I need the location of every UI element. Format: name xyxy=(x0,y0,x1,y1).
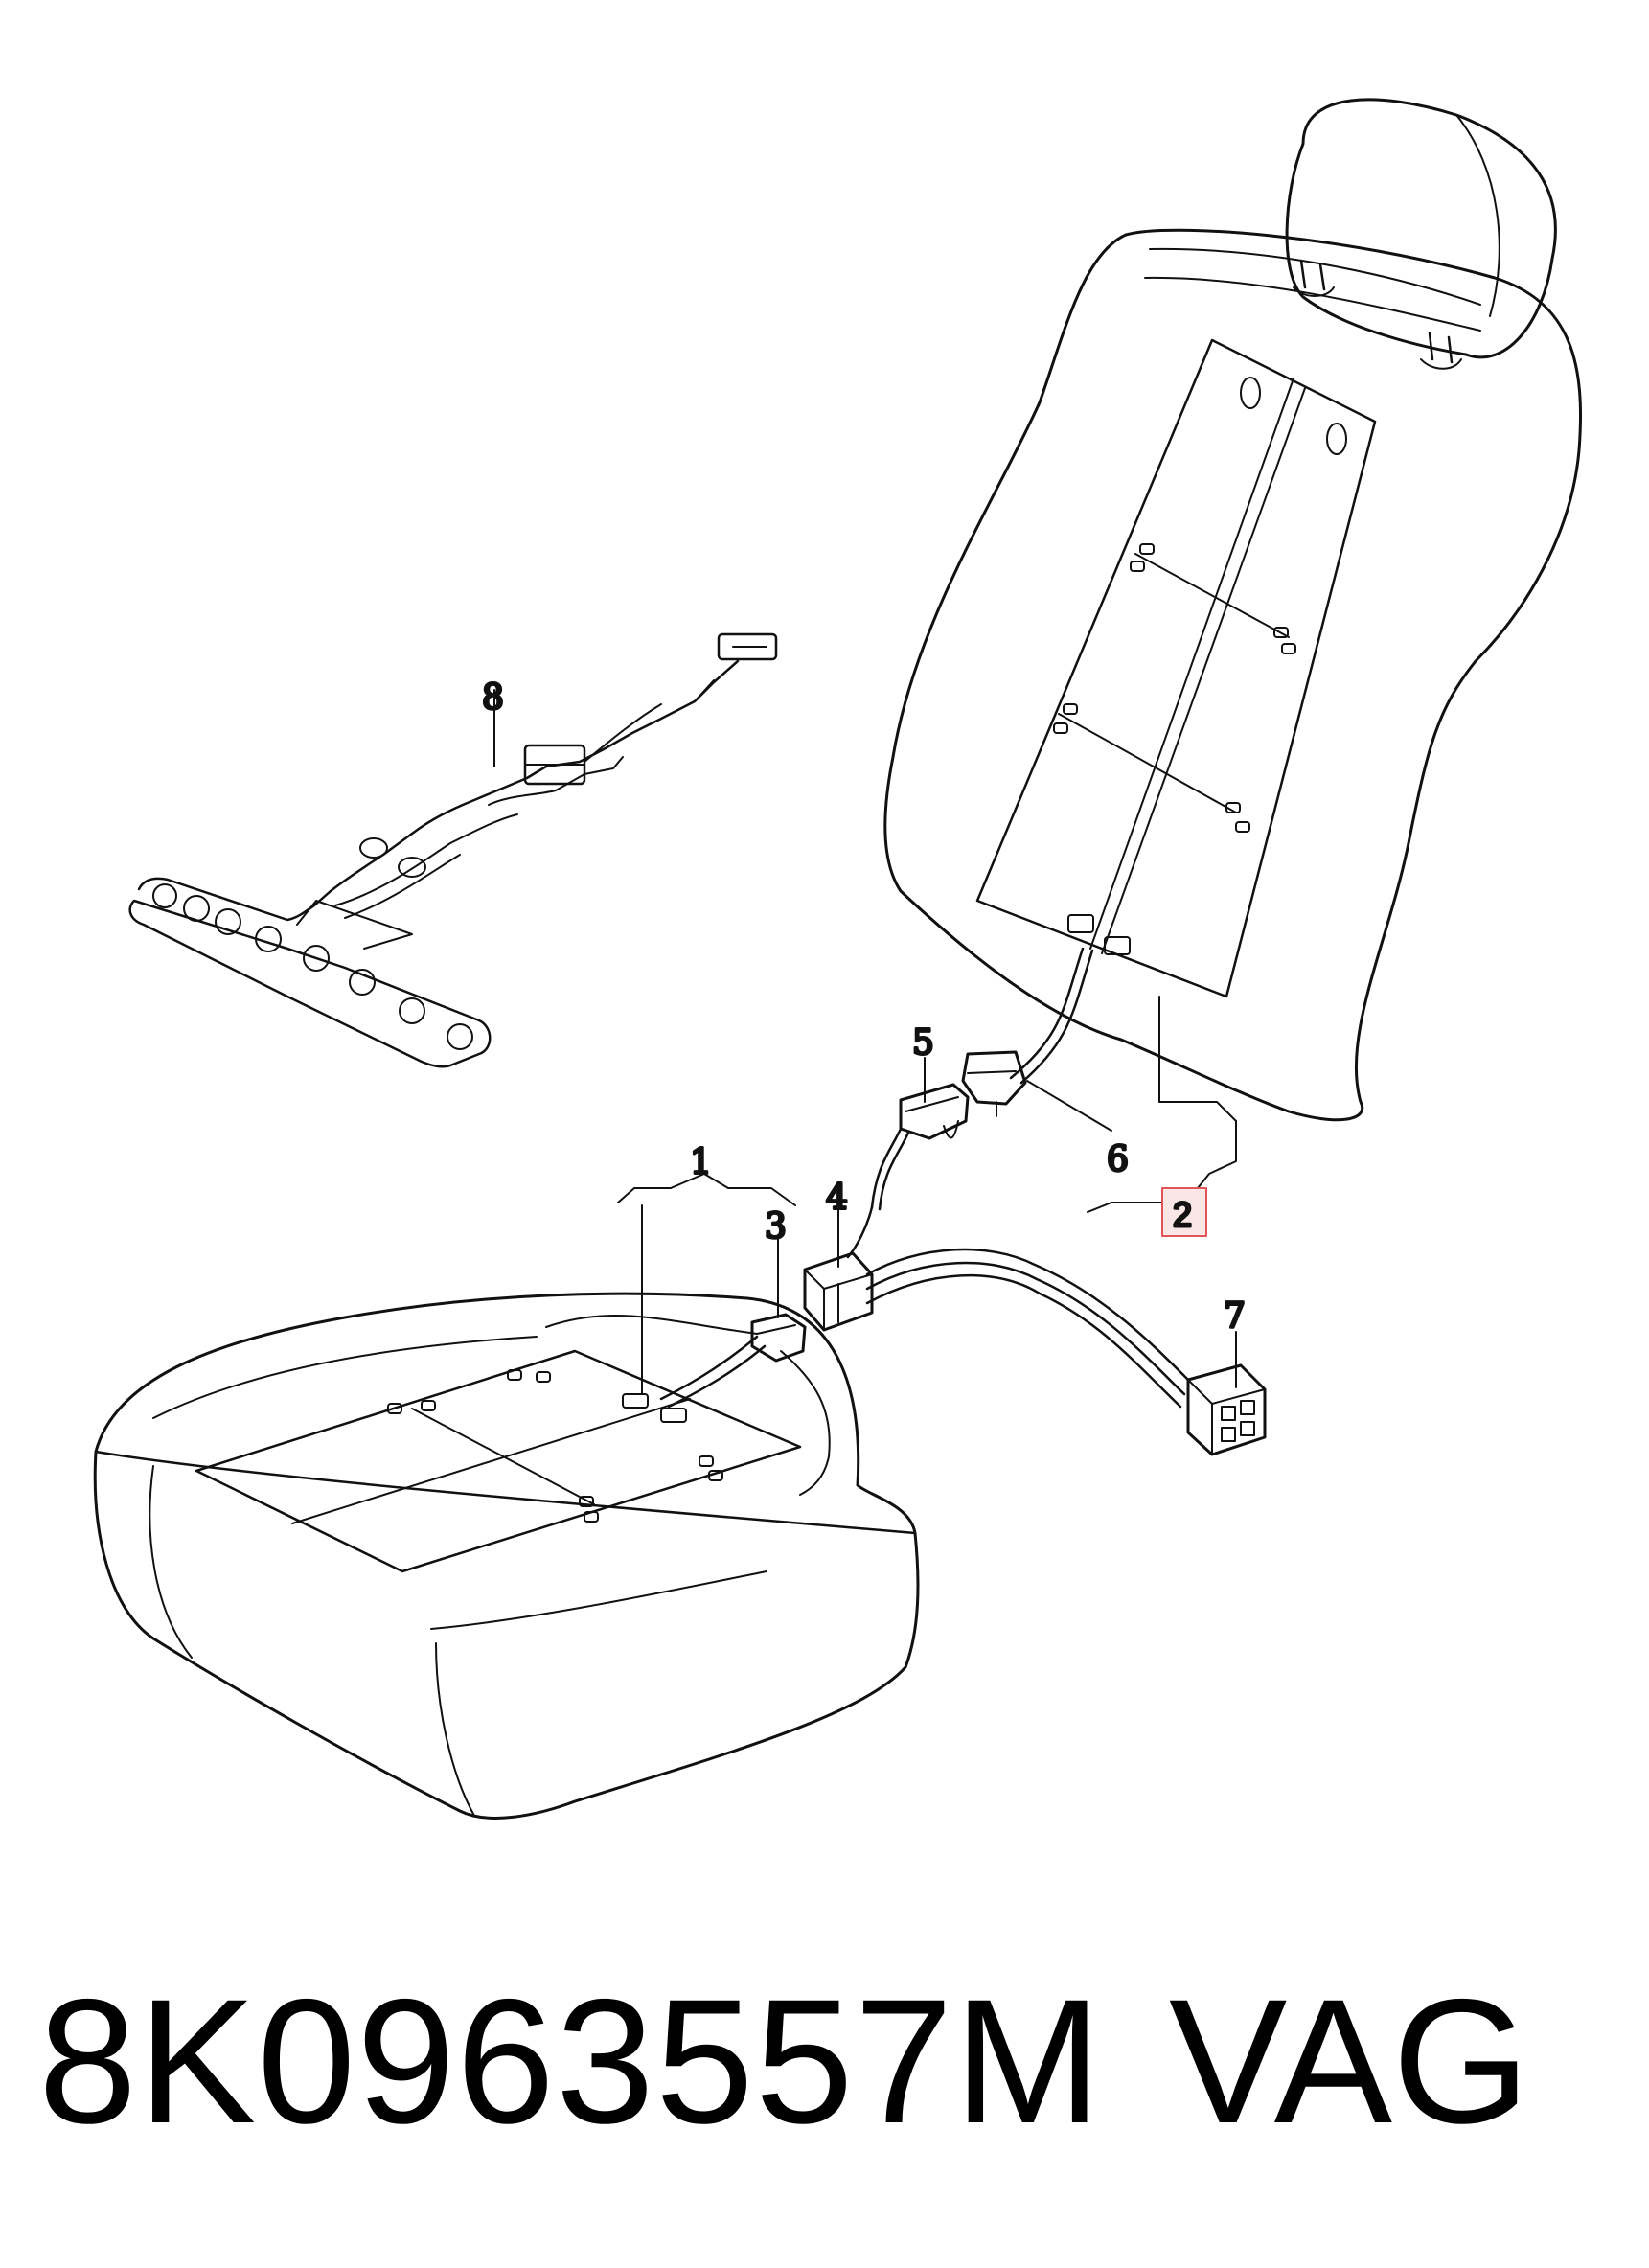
connector-7 xyxy=(1186,1363,1267,1456)
harness-to-connector-7 xyxy=(865,1248,1190,1409)
backrest-cable xyxy=(1009,947,1094,1085)
callout-4: 4 xyxy=(826,1179,848,1218)
callout-8: 8 xyxy=(482,678,504,718)
seat-backrest xyxy=(883,228,1583,1122)
callout-2: 2 xyxy=(1173,1195,1192,1234)
connector-4 xyxy=(803,1205,874,1332)
part-8-sensor-mat xyxy=(128,632,778,1068)
seat-cushion xyxy=(93,1292,920,1820)
seat-cable xyxy=(545,1315,831,1496)
seat-heating-parts-diagram: 1 3 4 5 6 7 8 2 xyxy=(93,98,1583,1820)
callout-3: 3 xyxy=(765,1207,787,1247)
callout-7: 7 xyxy=(1224,1296,1246,1336)
brand-name: VAG xyxy=(1169,1963,1530,2161)
callout-5: 5 xyxy=(912,1023,934,1063)
callout-2-highlight: 2 xyxy=(1161,1187,1207,1237)
backrest-heating-element xyxy=(975,338,1377,998)
seat-heating-element xyxy=(195,1349,802,1573)
connector-3 xyxy=(750,1313,807,1363)
connector-6 xyxy=(961,1050,1027,1117)
seat-headrest xyxy=(1285,98,1557,370)
part-number: 8K0963557M xyxy=(38,1963,1103,2161)
connector-5 xyxy=(870,1083,970,1211)
callout-6: 6 xyxy=(1107,1140,1129,1180)
callout-1: 1 xyxy=(690,1143,712,1182)
